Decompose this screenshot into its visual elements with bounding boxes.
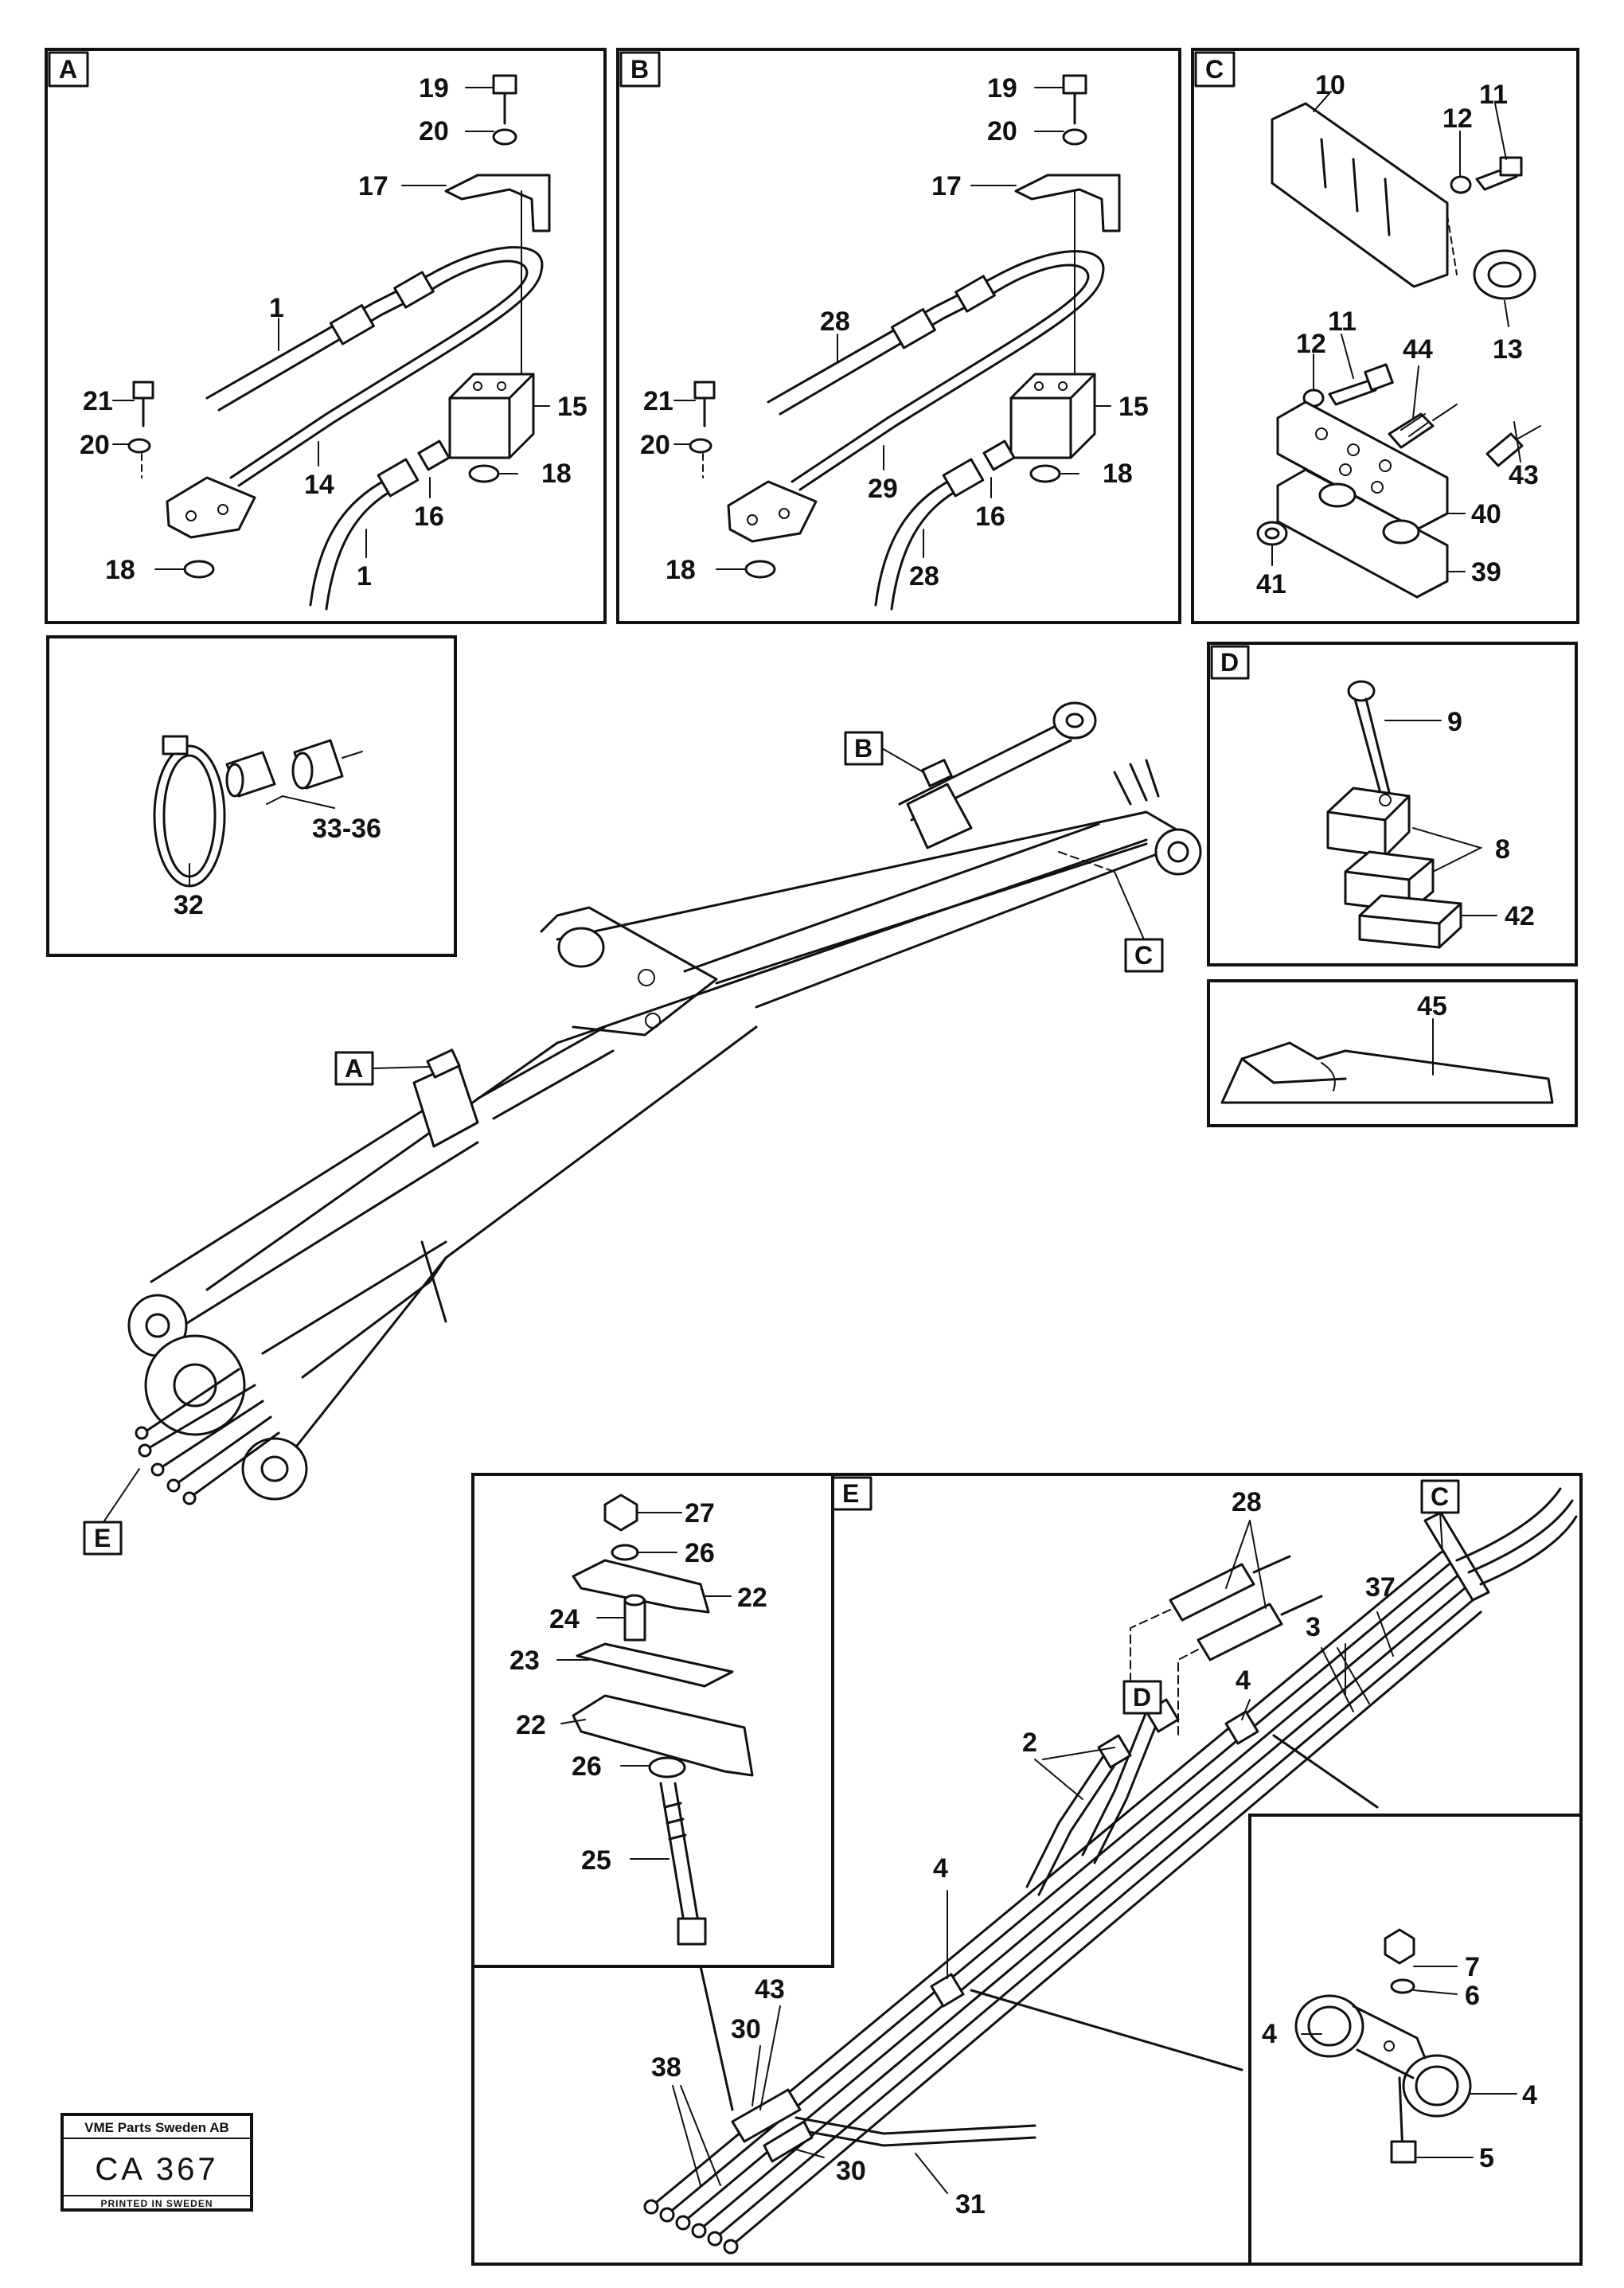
panel-d-tag: D bbox=[1220, 648, 1239, 677]
callout-c-40: 40 bbox=[1471, 499, 1501, 529]
callout-b-19: 19 bbox=[987, 73, 1017, 103]
panel-e-tag-c: C bbox=[1431, 1482, 1449, 1511]
callout-a-18: 18 bbox=[541, 459, 572, 489]
callout-c-44: 44 bbox=[1403, 334, 1433, 365]
callout-e-37: 37 bbox=[1365, 1572, 1396, 1603]
stamp-printed: PRINTED IN SWEDEN bbox=[100, 2198, 213, 2209]
boom-assembly: B A C E bbox=[83, 701, 1202, 1556]
callout-e-26b: 26 bbox=[572, 1751, 602, 1782]
callout-e-28: 28 bbox=[1232, 1487, 1262, 1517]
callout-a-20: 20 bbox=[419, 116, 449, 146]
main-tag-a: A bbox=[345, 1054, 363, 1083]
callout-b-20b: 20 bbox=[640, 430, 670, 460]
callout-b-16: 16 bbox=[975, 502, 1005, 532]
callout-e-4: 4 bbox=[1236, 1665, 1251, 1696]
callout-c-12: 12 bbox=[1442, 103, 1473, 134]
callout-e-24: 24 bbox=[549, 1604, 580, 1634]
callout-e-4b: 4 bbox=[933, 1853, 948, 1884]
callout-b-28b: 28 bbox=[909, 561, 939, 592]
callout-e-23: 23 bbox=[509, 1646, 540, 1676]
callout-e-25: 25 bbox=[581, 1845, 611, 1876]
callout-clip-7: 7 bbox=[1465, 1952, 1480, 1982]
callout-e-27: 27 bbox=[685, 1498, 715, 1529]
callout-c-41: 41 bbox=[1256, 569, 1286, 599]
callout-clamp-32: 32 bbox=[174, 890, 204, 920]
callout-a-18b: 18 bbox=[105, 555, 135, 585]
callout-a-15: 15 bbox=[557, 392, 588, 422]
stamp-company: VME Parts Sweden AB bbox=[84, 2120, 229, 2135]
callout-45: 45 bbox=[1417, 991, 1447, 1021]
callout-c-39: 39 bbox=[1471, 557, 1501, 588]
panel-c: C bbox=[1191, 48, 1579, 624]
callout-c-11: 11 bbox=[1479, 80, 1508, 110]
callout-a-16: 16 bbox=[414, 502, 444, 532]
panel-45: 45 bbox=[1207, 979, 1578, 1127]
panel-a-tag: A bbox=[59, 55, 77, 84]
callout-b-21: 21 bbox=[643, 386, 673, 416]
panel-b-tag: B bbox=[630, 55, 649, 84]
callout-clip-5: 5 bbox=[1479, 2143, 1494, 2173]
callout-clip-4: 4 bbox=[1262, 2019, 1277, 2049]
callout-c-12b: 12 bbox=[1296, 329, 1326, 359]
callout-b-20: 20 bbox=[987, 116, 1017, 146]
callout-a-17: 17 bbox=[358, 171, 388, 201]
callout-b-15: 15 bbox=[1118, 392, 1149, 422]
callout-e-22: 22 bbox=[737, 1583, 767, 1613]
panel-b: B 19 bbox=[616, 48, 1181, 624]
panel-e: E 27 26 22 24 2 bbox=[471, 1473, 1583, 2266]
callout-a-1: 1 bbox=[269, 293, 284, 323]
callout-e-38: 38 bbox=[651, 2052, 681, 2083]
callout-e-3: 3 bbox=[1306, 1612, 1321, 1642]
callout-c-11b: 11 bbox=[1328, 306, 1357, 337]
panel-d: D 9 8 42 bbox=[1207, 642, 1578, 966]
callout-clip-4b: 4 bbox=[1522, 2080, 1537, 2110]
callout-a-19: 19 bbox=[419, 73, 449, 103]
stamp-code: CA 367 bbox=[95, 2152, 218, 2187]
callout-d-9: 9 bbox=[1447, 707, 1462, 737]
callout-clip-6: 6 bbox=[1465, 1981, 1480, 2011]
callout-a-14: 14 bbox=[304, 470, 334, 500]
callout-c-43: 43 bbox=[1509, 460, 1539, 490]
callout-e-31: 31 bbox=[955, 2189, 986, 2220]
main-tag-c: C bbox=[1134, 941, 1153, 970]
callout-a-1b: 1 bbox=[357, 561, 372, 592]
callout-b-28: 28 bbox=[820, 306, 850, 337]
callout-b-18b: 18 bbox=[666, 555, 696, 585]
callout-a-20b: 20 bbox=[80, 430, 110, 460]
panel-e-tag: E bbox=[842, 1479, 859, 1508]
callout-a-21: 21 bbox=[83, 386, 113, 416]
callout-clamp-33-36: 33-36 bbox=[312, 814, 381, 844]
panel-clamp: 33-36 32 bbox=[46, 635, 457, 957]
callout-b-29: 29 bbox=[868, 474, 898, 504]
vme-stamp: VME Parts Sweden AB CA 367 PRINTED IN SW… bbox=[61, 2113, 253, 2212]
panel-e-tag-d: D bbox=[1133, 1683, 1151, 1712]
callout-e-26: 26 bbox=[685, 1538, 715, 1568]
callout-d-8: 8 bbox=[1495, 834, 1510, 865]
panel-c-tag: C bbox=[1205, 55, 1224, 84]
callout-b-17: 17 bbox=[931, 171, 962, 201]
callout-e-2: 2 bbox=[1022, 1728, 1037, 1758]
callout-c-13: 13 bbox=[1493, 334, 1523, 365]
callout-c-10: 10 bbox=[1315, 70, 1345, 100]
callout-e-43: 43 bbox=[755, 1974, 785, 2005]
callout-b-18: 18 bbox=[1103, 459, 1133, 489]
callout-e-22b: 22 bbox=[516, 1710, 546, 1740]
panel-clip: 7 6 4 4 5 bbox=[1248, 1814, 1583, 2266]
callout-e-30b: 30 bbox=[836, 2156, 866, 2186]
panel-a: A bbox=[45, 48, 607, 624]
main-tag-e: E bbox=[94, 1524, 111, 1552]
panel-inner-e: 27 26 22 24 23 22 26 25 bbox=[509, 1493, 767, 1946]
callout-d-42: 42 bbox=[1505, 901, 1535, 931]
callout-e-30: 30 bbox=[731, 2014, 761, 2044]
main-tag-b: B bbox=[854, 734, 873, 763]
